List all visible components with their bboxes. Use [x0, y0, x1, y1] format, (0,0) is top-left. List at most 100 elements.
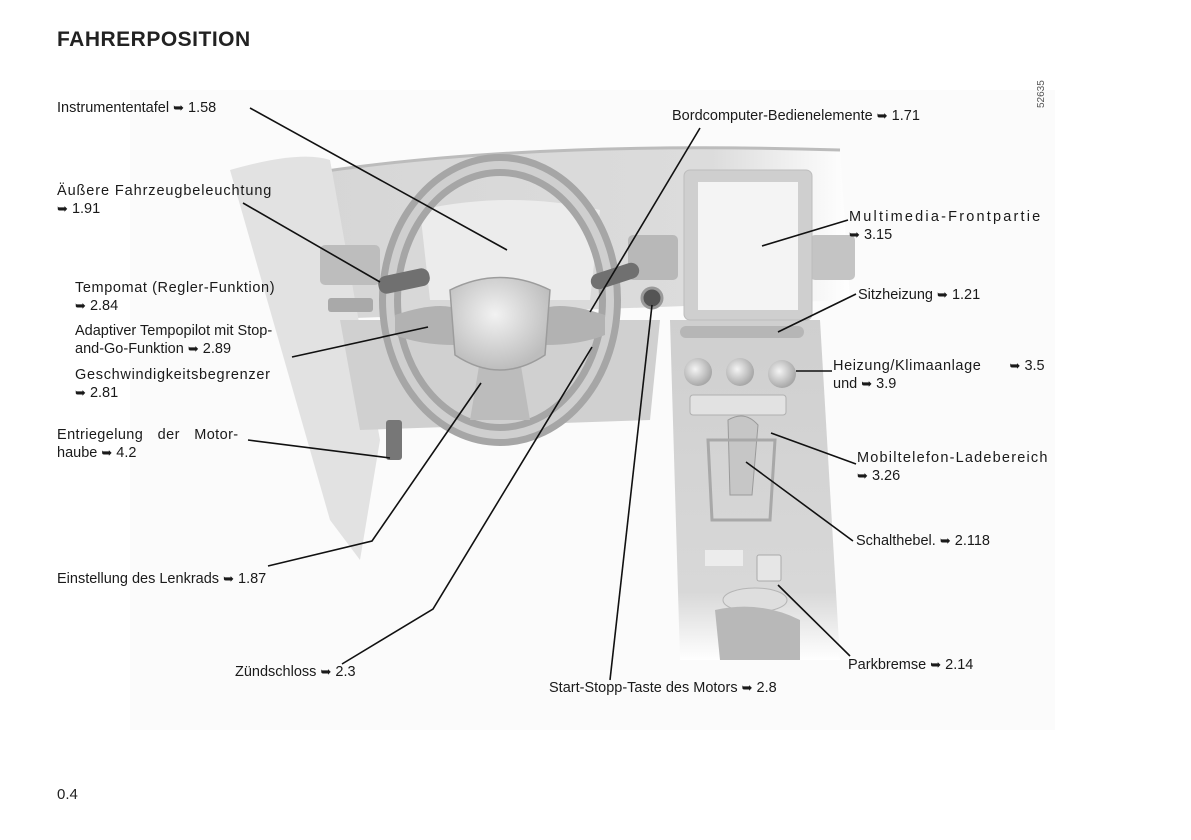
page-ref-link[interactable]: 2.118 — [954, 533, 990, 549]
leader-instrumententafel — [249, 107, 508, 251]
label-adaptiver-tempopilot: Adaptiver Tempopilot mit Stop- and-Go-Fu… — [75, 322, 272, 358]
page-ref-link[interactable]: 2.8 — [756, 680, 777, 696]
label-text: Tempomat (Regler-Funktion) — [75, 280, 276, 296]
gear-lever — [727, 415, 759, 496]
page-ref-link[interactable]: 3.9 — [876, 376, 897, 392]
climate-knob-1 — [684, 358, 712, 386]
page-ref-link[interactable]: 2.81 — [89, 385, 119, 401]
center-vent-left — [628, 235, 678, 280]
label-text: Bordcomputer-Bedienelemente — [672, 108, 873, 124]
label-beleuchtung: Äußere Fahrzeugbeleuchtung ➥ 1.91 — [57, 182, 281, 218]
label-text: and-Go-Funktion — [75, 341, 184, 357]
label-text: Mobiltelefon-Ladebereich — [857, 450, 1049, 466]
leader-bordcomputer — [589, 127, 701, 313]
arrow-right-icon: ➥ — [741, 680, 753, 695]
label-text: Adaptiver Tempopilot mit Stop- — [75, 323, 273, 339]
leader-zuendschloss — [341, 346, 593, 665]
arrow-right-icon: ➥ — [75, 385, 86, 400]
label-bordcomputer: Bordcomputer-Bedienelemente ➥ 1.71 — [672, 107, 920, 125]
leader-schalthebel — [745, 461, 854, 542]
label-text: Heizung/Klimaanlage — [833, 358, 982, 374]
arrow-right-icon: ➥ — [57, 201, 68, 216]
arrow-right-icon: ➥ — [75, 298, 86, 313]
page-ref-link[interactable]: 3.5 — [1024, 358, 1045, 374]
page-ref-link[interactable]: 2.84 — [89, 298, 119, 314]
label-schalthebel: Schalthebel. ➥ 2.118 — [856, 532, 990, 550]
label-zuendschloss: Zündschloss ➥ 2.3 — [235, 663, 356, 681]
leader-sitzheizung — [777, 293, 857, 333]
page-number: 0.4 — [57, 786, 78, 803]
label-text: Zündschloss — [235, 664, 317, 680]
leader-tempopilot — [291, 326, 429, 358]
leader-motorhaube — [247, 439, 391, 459]
page-ref-link[interactable]: 1.71 — [891, 108, 920, 124]
arrow-right-icon: ➥ — [849, 227, 860, 242]
label-heizung-klimaanlage: Heizung/Klimaanlage ➥ 3.5 und ➥ 3.9 — [833, 357, 1045, 393]
page-ref-link[interactable]: 1.87 — [238, 571, 267, 587]
page-ref-link[interactable]: 1.58 — [188, 100, 217, 116]
leader-start-stopp — [609, 304, 653, 681]
label-tempomat: Tempomat (Regler-Funktion) ➥ 2.84 — [75, 279, 275, 315]
usb-panel — [689, 394, 787, 416]
arrow-right-icon: ➥ — [1009, 358, 1021, 373]
arrow-right-icon: ➥ — [937, 287, 948, 302]
right-spoke — [540, 306, 605, 345]
left-spoke — [395, 306, 460, 345]
label-motorhaube: Entriegelung der Motor- haube ➥ 4.2 — [57, 426, 239, 462]
label-instrumententafel: Instrumententafel ➥ 1.58 — [57, 99, 216, 117]
label-mobiltelefon: Mobiltelefon-Ladebereich ➥ 3.26 — [857, 449, 1049, 485]
steering-hub — [449, 276, 551, 371]
label-text: Instrumententafel — [57, 100, 170, 116]
arrow-right-icon: ➥ — [173, 100, 184, 115]
label-text: Schalthebel. — [856, 533, 936, 549]
label-text: Multimedia-Frontpartie — [849, 209, 1043, 225]
page-ref-link[interactable]: 2.14 — [945, 657, 974, 673]
label-start-stopp: Start-Stopp-Taste des Motors ➥ 2.8 — [549, 679, 777, 697]
page-ref-link[interactable]: 3.15 — [863, 227, 893, 243]
figure-reference: 52635 — [1036, 80, 1047, 108]
bottom-spoke — [470, 360, 530, 420]
page-ref-link[interactable]: 1.21 — [951, 287, 981, 303]
page-ref-link[interactable]: 3.26 — [871, 468, 901, 484]
label-text: haube — [57, 445, 98, 461]
arrow-right-icon: ➥ — [320, 664, 332, 679]
arrow-right-icon: ➥ — [876, 108, 888, 123]
label-text: Entriegelung der Motor- — [57, 427, 239, 443]
label-parkbremse: Parkbremse ➥ 2.14 — [848, 656, 973, 674]
page-ref-link[interactable]: 1.91 — [71, 201, 101, 217]
label-text: Geschwindigkeitsbegrenzer — [75, 367, 271, 383]
label-text: Sitzheizung — [858, 287, 933, 303]
center-vent-right — [810, 235, 855, 280]
arrow-right-icon: ➥ — [930, 657, 942, 672]
leader-multimedia — [761, 219, 849, 247]
leader-lenkrad — [267, 382, 482, 567]
label-geschwindigkeitsbegrenzer: Geschwindigkeitsbegrenzer ➥ 2.81 — [75, 366, 271, 402]
console-tray — [705, 550, 743, 566]
arrow-right-icon: ➥ — [223, 571, 234, 586]
parking-brake-switch — [756, 554, 782, 582]
arrow-right-icon: ➥ — [939, 533, 951, 548]
button-strip — [680, 326, 804, 338]
multimedia-screen — [698, 182, 798, 310]
arrow-right-icon: ➥ — [861, 376, 873, 391]
arrow-right-icon: ➥ — [857, 468, 868, 483]
right-stalk — [590, 262, 640, 290]
label-lenkrad: Einstellung des Lenkrads ➥ 1.87 — [57, 570, 266, 588]
hood-release-lever — [386, 420, 402, 460]
page-ref-link[interactable]: 2.89 — [202, 341, 232, 357]
page-ref-link[interactable]: 4.2 — [116, 445, 137, 461]
leader-beleuchtung — [242, 202, 381, 283]
armrest — [715, 606, 800, 660]
label-sitzheizung: Sitzheizung ➥ 1.21 — [858, 286, 980, 304]
climate-knob-2 — [726, 358, 754, 386]
label-text: Einstellung des Lenkrads — [57, 571, 220, 587]
climate-knob-3 — [768, 360, 796, 388]
label-text: Parkbremse — [848, 657, 927, 673]
left-stalk — [378, 268, 430, 294]
leader-mobiltelefon — [770, 432, 857, 465]
leader-lines — [242, 107, 857, 681]
label-multimedia: Multimedia-Frontpartie ➥ 3.15 — [849, 208, 1042, 244]
page-ref-link[interactable]: 2.3 — [335, 664, 356, 680]
